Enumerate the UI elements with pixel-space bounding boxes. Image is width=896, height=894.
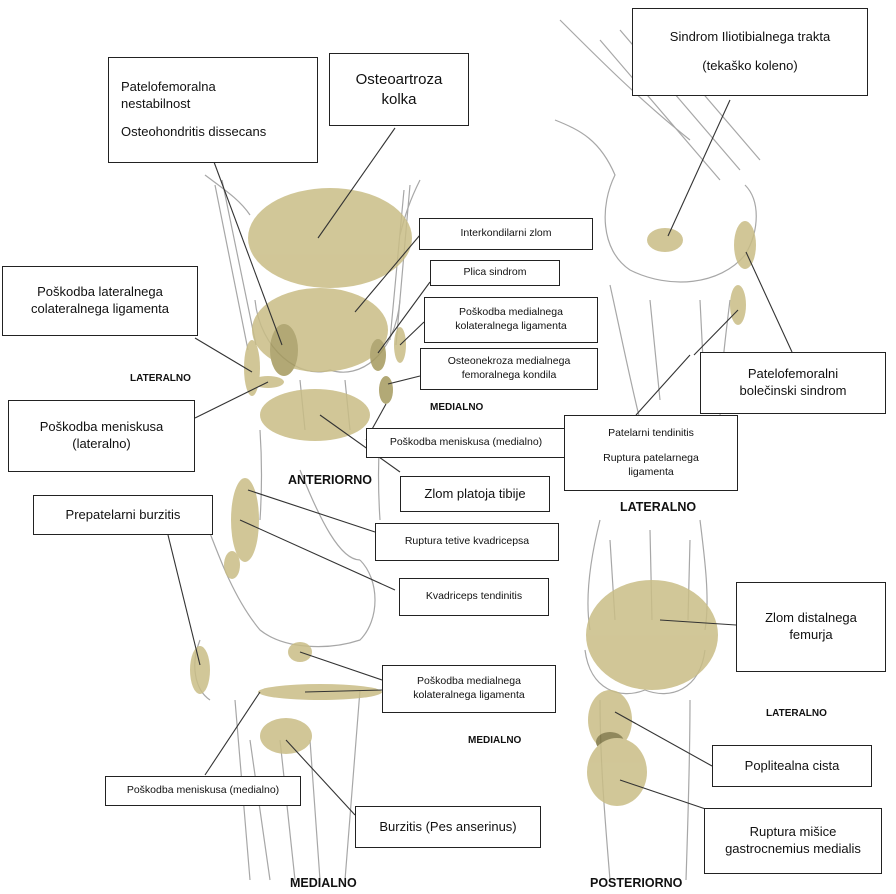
label-text: femoralnega kondila [462, 369, 557, 383]
label-zlom-platoja: Zlom platoja tibije [400, 476, 550, 512]
label-patelofemoralni-bolecinski: Patelofemoralni bolečinski sindrom [700, 352, 886, 414]
label-text: Poškodba medialnega [459, 306, 563, 320]
region-tibial-plateau [260, 389, 370, 441]
region-gastrocnemius [587, 738, 647, 806]
label-medial-ligament-2: Poškodba medialnega kolateralnega ligame… [382, 665, 556, 713]
label-poplitealna: Poplitealna cista [712, 745, 872, 787]
label-text: bolečinski sindrom [740, 383, 847, 400]
region-osteonekroza [379, 376, 393, 404]
label-text: ligamenta [628, 466, 674, 480]
label-interkondilarni: Interkondilarni zlom [419, 218, 593, 250]
label-text: gastrocnemius medialis [725, 841, 861, 858]
label-text: Poškodba medialnega [417, 675, 521, 689]
label-text: Poškodba meniskusa [40, 419, 164, 436]
label-text: Osteohondritis dissecans [121, 124, 266, 141]
leader-patelofemoralni-bol [746, 252, 792, 352]
label-ruptura-misice: Ruptura mišice gastrocnemius medialis [704, 808, 882, 874]
label-text: (tekaško koleno) [702, 58, 797, 75]
region-prepatellar-bursa [190, 646, 210, 694]
label-text: kolateralnega ligamenta [455, 320, 567, 334]
label-plica: Plica sindrom [430, 260, 560, 286]
label-text: kolka [381, 90, 416, 110]
view-anterior: ANTERIORNO [288, 473, 372, 487]
view-posterior: POSTERIORNO [590, 876, 682, 890]
label-osteonekroza: Osteonekroza medialnega femoralnega kond… [420, 348, 598, 390]
label-text: Zlom platoja tibije [424, 486, 525, 503]
leader-meniskus-lat [195, 382, 268, 418]
region-quadriceps-tendon [231, 478, 259, 562]
label-kvadriceps: Kvadriceps tendinitis [399, 578, 549, 616]
region-itb [647, 228, 683, 252]
label-prepatelarni: Prepatelarni burzitis [33, 495, 213, 535]
label-text: Kvadriceps tendinitis [426, 590, 522, 604]
label-text: Patelofemoralni [748, 366, 838, 383]
view-lateral: LATERALNO [620, 500, 696, 514]
region-patellar-tendon [730, 285, 746, 325]
label-text: colateralnega ligamenta [31, 301, 169, 318]
label-burzitis-pes: Burzitis (Pes anserinus) [355, 806, 541, 848]
side-medial-1: MEDIALNO [430, 402, 483, 413]
region-distal-femur [586, 580, 718, 690]
side-lateral-1: LATERALNO [130, 373, 191, 384]
region-pes-anserinus [260, 718, 312, 754]
label-text: Zlom distalnega [765, 610, 857, 627]
label-patelofemoralna: Patelofemoralna nestabilnost Osteohondri… [108, 57, 318, 163]
leader-itb [668, 100, 730, 236]
leader-lateral-ligament [195, 338, 252, 372]
leader-osteonekroza [388, 376, 420, 384]
label-text: Poškodba lateralnega [37, 284, 163, 301]
label-text: nestabilnost [121, 96, 190, 113]
label-osteoartroza: Osteoartroza kolka [329, 53, 469, 126]
label-meniskus-medial-2: Poškodba meniskusa (medialno) [105, 776, 301, 806]
label-text: Osteoartroza [356, 70, 443, 90]
label-text: Interkondilarni zlom [460, 227, 551, 241]
label-text: Ruptura tetive kvadricepsa [405, 535, 529, 549]
label-text: Plica sindrom [463, 266, 526, 280]
label-text: (lateralno) [72, 436, 131, 453]
leader-meniskus-med-2 [205, 692, 260, 775]
label-text: Poškodba meniskusa (medialno) [390, 436, 542, 450]
label-text: Ruptura patelarnega [603, 452, 699, 466]
label-ruptura-tetive: Ruptura tetive kvadricepsa [375, 523, 559, 561]
side-lateral-2: LATERALNO [766, 708, 827, 719]
side-medial-2: MEDIALNO [468, 735, 521, 746]
label-text: Sindrom Iliotibialnega trakta [670, 29, 830, 46]
label-text: Burzitis (Pes anserinus) [379, 819, 516, 836]
region-plica [370, 339, 386, 371]
label-text: Patelarni tendinitis [608, 427, 694, 441]
leader-medial-lig-2-a [300, 652, 382, 680]
leader-prepatelarni [168, 535, 200, 665]
label-text: Patelofemoralna [121, 79, 216, 96]
label-meniskus-medial-1: Poškodba meniskusa (medialno) [366, 428, 566, 458]
label-text: femurja [789, 627, 832, 644]
label-text: Osteonekroza medialnega [448, 355, 571, 369]
leader-patelarni [636, 355, 690, 415]
label-medial-ligament-1: Poškodba medialnega kolateralnega ligame… [424, 297, 598, 343]
region-quadriceps-tendon-lower [224, 551, 240, 579]
medial-hatching [250, 740, 320, 880]
label-lateral-ligament: Poškodba lateralnega colateralnega ligam… [2, 266, 198, 336]
label-zlom-distalnega: Zlom distalnega femurja [736, 582, 886, 672]
label-text: kolateralnega ligamenta [413, 689, 525, 703]
label-patelarni: Patelarni tendinitis Ruptura patelarnega… [564, 415, 738, 491]
label-text: Poplitealna cista [745, 758, 840, 775]
region-patelofemoral [270, 324, 298, 376]
label-text: Ruptura mišice [750, 824, 837, 841]
label-meniskus-lateral: Poškodba meniskusa (lateralno) [8, 400, 195, 472]
label-text: Poškodba meniskusa (medialno) [127, 784, 279, 798]
label-sindrom-itb: Sindrom Iliotibialnega trakta (tekaško k… [632, 8, 868, 96]
label-text: Prepatelarni burzitis [66, 507, 181, 524]
view-medial: MEDIALNO [290, 876, 357, 890]
region-patelofemoral-pain [734, 221, 756, 269]
